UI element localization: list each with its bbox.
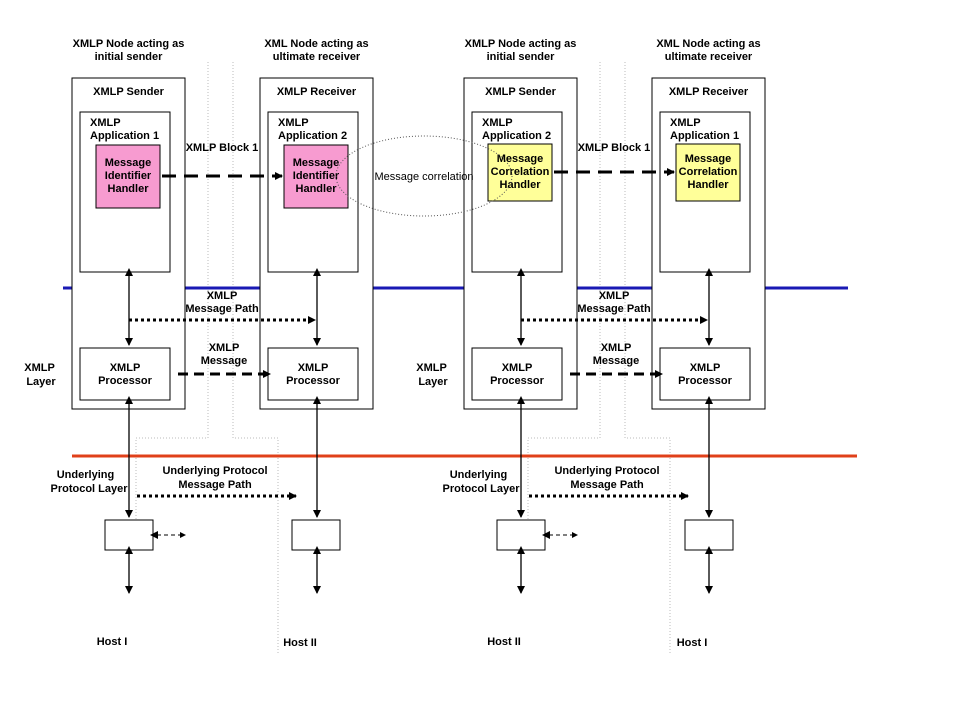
node-title-line-2: ultimate receiver	[273, 51, 361, 63]
xmlp-layer-label-right: XMLP Layer	[416, 362, 449, 388]
identifier-handler-box	[283, 144, 349, 209]
host-label: Host I	[97, 636, 128, 648]
processor-box	[471, 347, 563, 401]
application-label-line-2: Application 2	[278, 130, 347, 142]
processor-label-line-2: Processor	[286, 375, 341, 387]
application-label-line-1: XMLP	[90, 117, 121, 129]
xmlp-message-label-line-1: XMLP	[601, 342, 632, 354]
identifier-handler-box	[95, 144, 161, 209]
underlying-path-label-line-2: Message Path	[178, 479, 252, 491]
handler-label-line: Message	[497, 153, 543, 165]
xmlp-message-label-line-2: Message	[201, 355, 247, 367]
handler-label-line: Identifier	[293, 170, 340, 182]
connector-outline	[135, 62, 279, 520]
handler-label-line: Message	[293, 157, 339, 169]
correlation-handler-box	[675, 143, 741, 202]
xmlp-message-label-line-2: Message	[593, 355, 639, 367]
connector-outline	[527, 62, 671, 520]
host-box	[104, 519, 154, 551]
processor-label-line-2: Processor	[678, 375, 733, 387]
processor-label-line-2: Processor	[98, 375, 153, 387]
node-role-label: XMLP Sender	[93, 86, 164, 98]
handler-label-line: Message	[685, 153, 731, 165]
correlation-handler-box	[487, 143, 553, 202]
handler-label-line: Identifier	[105, 170, 152, 182]
protocol-layer-label-right: Underlying Protocol Layer	[442, 469, 520, 495]
host-box	[291, 519, 341, 551]
protocol-layer-label-left: Underlying Protocol Layer	[50, 469, 128, 495]
node-title-line-2: initial sender	[487, 51, 556, 63]
message-path-label-line-2: Message Path	[577, 303, 651, 315]
processor-box	[79, 347, 171, 401]
node-title-line-2: ultimate receiver	[665, 51, 753, 63]
handler-label-line: Message	[105, 157, 151, 169]
handler-label-line: Handler	[688, 179, 730, 191]
xmlp-layer-label-left: XMLP Layer	[24, 362, 57, 388]
underlying-path-label-line-2: Message Path	[570, 479, 644, 491]
node-title-line-1: XMLP Node acting as	[465, 38, 577, 50]
application-label-line-2: Application 2	[482, 130, 551, 142]
handler-label-line: Correlation	[491, 166, 550, 178]
application-label-line-1: XMLP	[278, 117, 309, 129]
host-box	[496, 519, 546, 551]
processor-label-line-1: XMLP	[110, 362, 141, 374]
xmlp-block-label: XMLP Block 1	[186, 142, 259, 154]
underlying-path-label-line-1: Underlying Protocol	[162, 465, 267, 477]
handler-label-line: Handler	[500, 179, 542, 191]
application-label-line-1: XMLP	[670, 117, 701, 129]
node-role-label: XMLP Sender	[485, 86, 556, 98]
processor-label-line-2: Processor	[490, 375, 545, 387]
node-title-line-1: XMLP Node acting as	[73, 38, 185, 50]
processor-label-line-1: XMLP	[502, 362, 533, 374]
handler-label-line: Handler	[296, 183, 338, 195]
node-title-line-1: XML Node acting as	[656, 38, 760, 50]
host-box	[684, 519, 734, 551]
host-label: Host II	[487, 636, 521, 648]
node-title-line-1: XML Node acting as	[264, 38, 368, 50]
node-title-line-2: initial sender	[95, 51, 164, 63]
host-label: Host I	[677, 637, 708, 649]
processor-label-line-1: XMLP	[690, 362, 721, 374]
application-label-line-2: Application 1	[90, 130, 159, 142]
message-correlation-ellipse	[335, 135, 513, 217]
application-label-line-2: Application 1	[670, 130, 739, 142]
message-correlation-label: Message correlation	[374, 171, 473, 183]
processor-box	[659, 347, 751, 401]
xmlp-block-label: XMLP Block 1	[578, 142, 651, 154]
node-role-label: XMLP Receiver	[277, 86, 357, 98]
message-path-label-line-1: XMLP	[599, 290, 630, 302]
handler-label-line: Correlation	[679, 166, 738, 178]
message-path-label-line-1: XMLP	[207, 290, 238, 302]
connector-outlines	[135, 62, 671, 655]
message-path-label-line-2: Message Path	[185, 303, 259, 315]
xmlp-message-label-line-1: XMLP	[209, 342, 240, 354]
underlying-path-label-line-1: Underlying Protocol	[554, 465, 659, 477]
application-label-line-1: XMLP	[482, 117, 513, 129]
processor-box	[267, 347, 359, 401]
host-label: Host II	[283, 637, 317, 649]
processor-label-line-1: XMLP	[298, 362, 329, 374]
node-role-label: XMLP Receiver	[669, 86, 749, 98]
handler-label-line: Handler	[108, 183, 150, 195]
